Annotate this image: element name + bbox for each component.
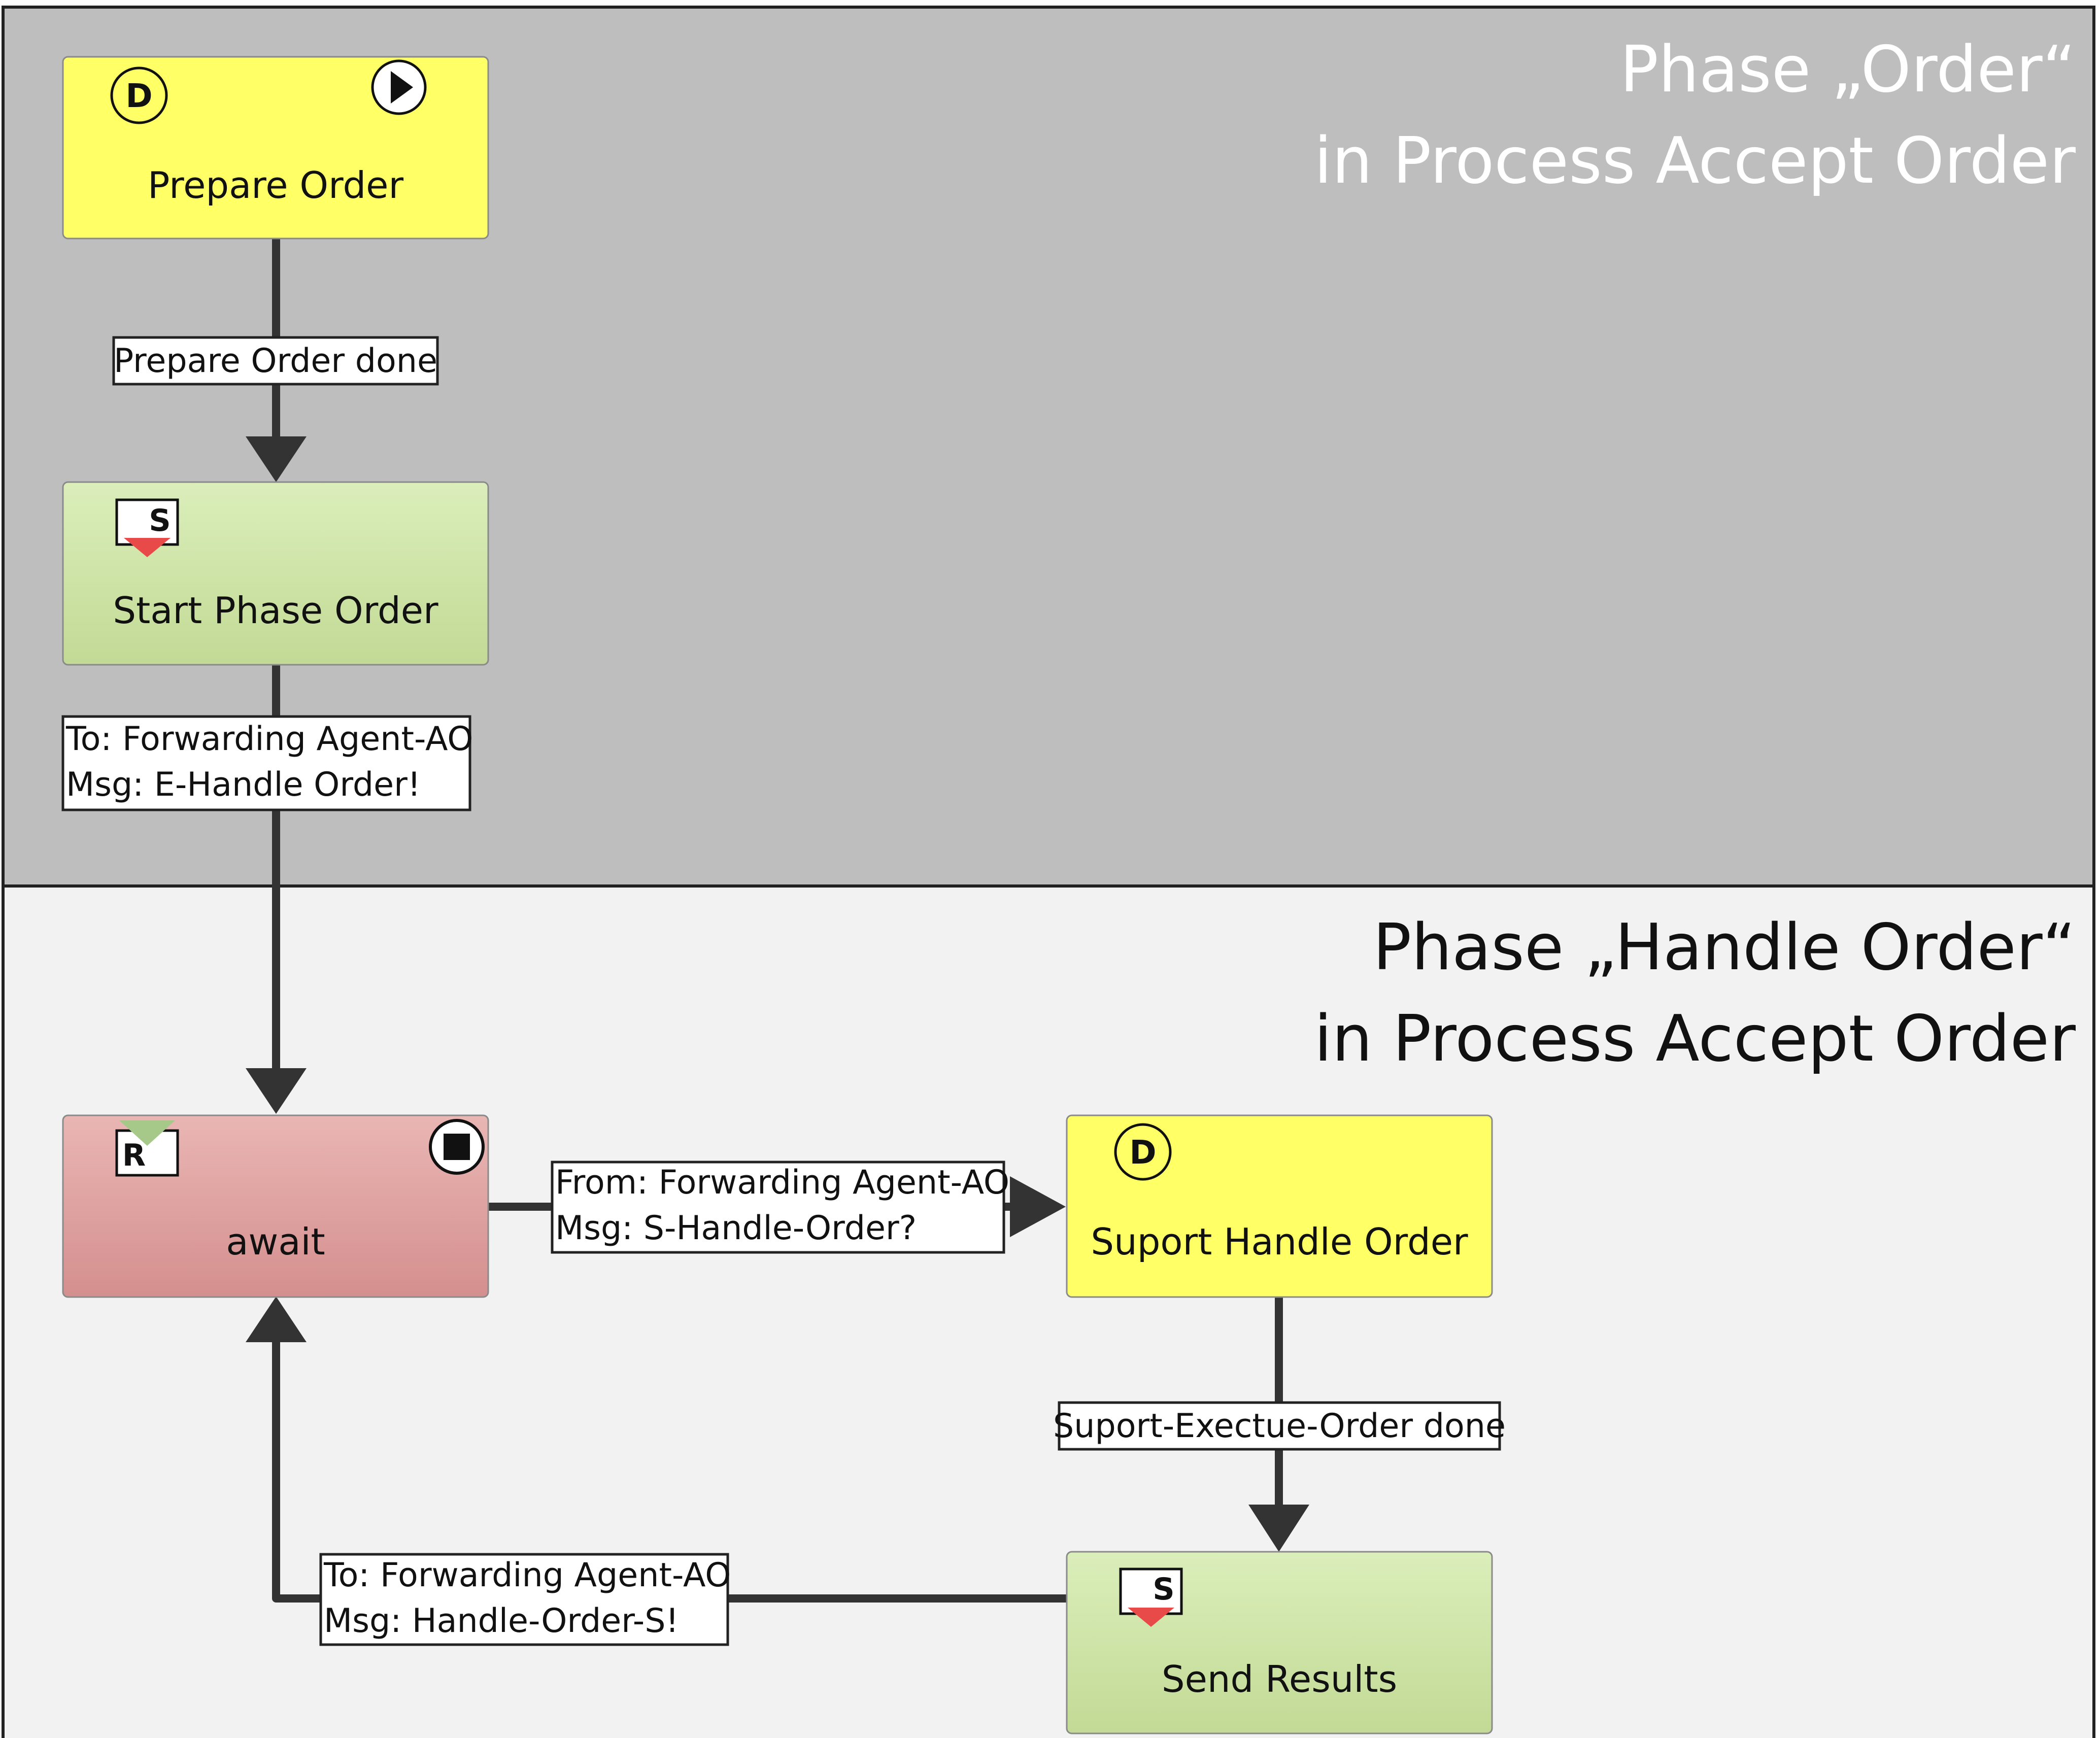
state-await[interactable]: R await (62, 1114, 489, 1298)
state-label: Start Phase Order (113, 589, 438, 632)
stop-icon (429, 1119, 485, 1175)
state-label: Send Results (1162, 1658, 1397, 1700)
phase-handle-order-title-line1: Phase „Handle Order“ (1373, 910, 2076, 984)
svg-text:From: Forwarding Agent-AO: From: Forwarding Agent-AO (555, 1164, 1009, 1202)
state-suport-handle-order[interactable]: D Suport Handle Order (1066, 1114, 1493, 1298)
state-label: Suport Handle Order (1091, 1220, 1468, 1263)
do-badge-icon: D (110, 66, 168, 124)
svg-text:To: Forwarding Agent-AO: To: Forwarding Agent-AO (323, 1556, 731, 1594)
send-message-icon: S (115, 498, 179, 557)
svg-text:S: S (1153, 1572, 1174, 1607)
edge-label-await-to-support[interactable]: From: Forwarding Agent-AO Msg: S-Handle-… (551, 1161, 1009, 1254)
svg-text:S: S (149, 503, 171, 538)
edge-label-start-to-await[interactable]: To: Forwarding Agent-AO Msg: E-Handle Or… (61, 715, 473, 811)
svg-text:R: R (122, 1138, 146, 1173)
edge-results-to-await[interactable] (246, 1297, 1068, 1603)
edge-label-support-done[interactable]: Suport-Exectue-Order done (1053, 1401, 1506, 1451)
state-send-results[interactable]: S Send Results (1066, 1551, 1493, 1734)
edge-label-prepare-order-done[interactable]: Prepare Order done (112, 336, 439, 386)
arrowhead-icon (246, 1068, 307, 1114)
send-message-icon: S (1119, 1567, 1183, 1627)
arrowhead-icon (246, 436, 307, 482)
phase-order-title-line1: Phase „Order“ (1620, 32, 2076, 107)
svg-text:Msg: S-Handle-Order?: Msg: S-Handle-Order? (555, 1209, 917, 1247)
svg-text:D: D (1129, 1134, 1156, 1172)
arrowhead-icon (1010, 1176, 1066, 1237)
do-badge-icon: D (1114, 1123, 1172, 1181)
phase-handle-order-title-line2: in Process Accept Order (1314, 1001, 2076, 1076)
svg-text:To: Forwarding Agent-AO: To: Forwarding Agent-AO (65, 720, 473, 758)
svg-text:Msg: E-Handle Order!: Msg: E-Handle Order! (66, 766, 421, 804)
play-icon (371, 59, 427, 115)
arrowhead-icon (1248, 1505, 1309, 1552)
svg-text:Suport-Exectue-Order done: Suport-Exectue-Order done (1053, 1407, 1506, 1445)
state-start-phase-order[interactable]: S Start Phase Order (62, 481, 489, 666)
state-label: Prepare Order (148, 164, 404, 207)
receive-message-icon: R (115, 1120, 179, 1177)
arrowhead-icon (246, 1297, 307, 1342)
phase-order-title-line2: in Process Accept Order (1314, 123, 2076, 198)
svg-text:Msg: Handle-Order-S!: Msg: Handle-Order-S! (324, 1602, 679, 1640)
state-prepare-order[interactable]: D Prepare Order (62, 56, 489, 240)
edge-label-results-to-await[interactable]: To: Forwarding Agent-AO Msg: Handle-Orde… (319, 1553, 731, 1646)
svg-text:Prepare Order done: Prepare Order done (114, 342, 437, 380)
svg-text:D: D (125, 78, 152, 115)
state-label: await (226, 1220, 325, 1263)
